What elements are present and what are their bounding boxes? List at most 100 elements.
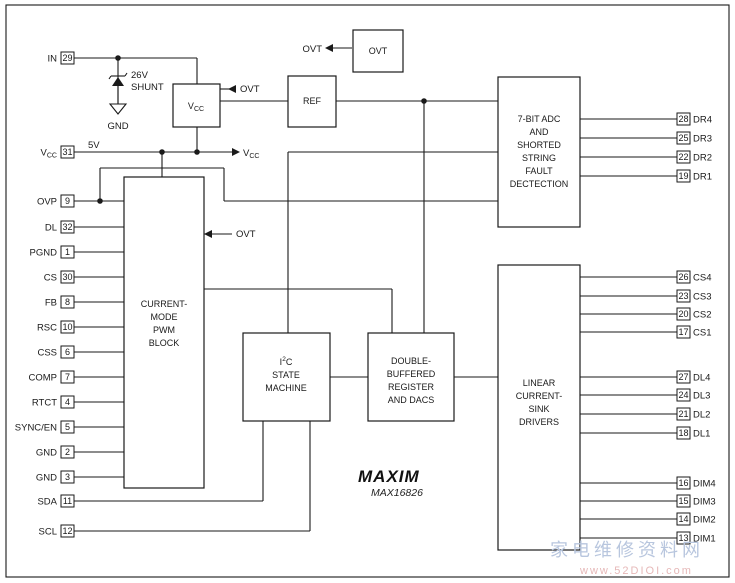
pin-name: RSC <box>37 322 57 333</box>
pin-number: 19 <box>678 171 688 181</box>
pin-number-box <box>676 476 691 490</box>
pin-dl2-21: 21 DL2 <box>676 407 710 421</box>
pin-number: 16 <box>678 478 688 488</box>
pin-number-box <box>60 420 75 434</box>
pin-number-box <box>676 270 691 284</box>
pin-name: SYNC/EN <box>15 422 57 433</box>
pin-number-box <box>676 531 691 545</box>
pin-number: 23 <box>678 291 688 301</box>
pin-name: DL2 <box>693 409 710 420</box>
pin-number: 29 <box>62 53 72 63</box>
pin-number-box <box>60 51 75 65</box>
pin-name: IN <box>48 53 58 64</box>
pin-number: 25 <box>678 133 688 143</box>
pin-name: CS4 <box>693 272 711 283</box>
pin-number-box <box>60 245 75 259</box>
adc-block-label: 7-BIT ADC AND SHORTED STRING FAULT DECTE… <box>510 114 569 189</box>
svg-text:FAULT: FAULT <box>525 166 553 176</box>
svg-text:MODE: MODE <box>151 312 178 322</box>
ref-block-label: REF <box>303 96 322 106</box>
pin-number: 5 <box>65 422 70 432</box>
vcc-arrow-out <box>232 148 240 156</box>
pin-number: 21 <box>678 409 688 419</box>
pin-name: CSS <box>37 347 57 358</box>
pin-number-box <box>60 194 75 208</box>
pin-number-box <box>676 325 691 339</box>
part-number: MAX16826 <box>371 487 423 499</box>
vcc-output-label: VCC <box>243 148 259 160</box>
drivers-block-label: LINEAR CURRENT- SINK DRIVERS <box>516 378 563 427</box>
pin-name: DL <box>45 222 57 233</box>
vcc-regulator-label: VCC <box>188 101 204 113</box>
ref-block <box>287 75 337 128</box>
pin-number-box <box>60 470 75 484</box>
pin-number-box <box>676 407 691 421</box>
shunt-label: SHUNT <box>131 82 164 93</box>
pin-number-box <box>676 112 691 126</box>
pin-name: SDA <box>37 496 57 507</box>
pin-number-box <box>676 426 691 440</box>
pin-number-box <box>60 445 75 459</box>
pin-name: DL1 <box>693 428 710 439</box>
pin-scl-12: 12 SCL <box>39 524 75 538</box>
maxim-logo: MAXIM <box>358 467 420 486</box>
pin-name: DIM3 <box>693 496 716 507</box>
shunt-voltage-label: 26V <box>131 70 149 81</box>
pin-number: 12 <box>62 526 72 536</box>
svg-text:AND: AND <box>529 127 549 137</box>
pin-dim1-13: 13 DIM1 <box>676 531 716 545</box>
svg-text:PWM: PWM <box>153 325 175 335</box>
pin-number: 26 <box>678 272 688 282</box>
svg-text:REGISTER: REGISTER <box>388 382 435 392</box>
pin-number: 11 <box>63 496 72 506</box>
pin-number: 13 <box>678 533 688 543</box>
pwm-block-label: CURRENT- MODE PWM BLOCK <box>141 299 188 348</box>
pin-number: 17 <box>678 327 688 337</box>
pin-number-box <box>60 270 75 284</box>
svg-text:SINK: SINK <box>528 404 549 414</box>
ovt-block-label: OVT <box>369 46 388 56</box>
pin-name: DIM1 <box>693 533 716 544</box>
pin-number: 24 <box>678 390 688 400</box>
svg-text:SHORTED: SHORTED <box>517 140 561 150</box>
pin-number-box <box>60 295 75 309</box>
pin-number: 32 <box>62 222 72 232</box>
svg-text:BUFFERED: BUFFERED <box>387 369 436 379</box>
pin-number: 28 <box>678 114 688 124</box>
pin-number-box <box>676 289 691 303</box>
pin-name: FB <box>45 297 57 308</box>
pin-name: DIM4 <box>693 478 716 489</box>
pin-number: 4 <box>65 397 70 407</box>
svg-text:BLOCK: BLOCK <box>149 338 180 348</box>
pin-number-box <box>60 345 75 359</box>
pin-number-box <box>60 145 75 159</box>
pin-number-box <box>676 512 691 526</box>
watermark-text: 家电维修资料网 <box>550 540 704 561</box>
pin-name: DR3 <box>693 133 712 144</box>
ovt-block <box>352 29 404 73</box>
pin-name: SCL <box>39 526 57 537</box>
svg-text:CURRENT-: CURRENT- <box>141 299 188 309</box>
pin-number-box <box>676 370 691 384</box>
pin-number: 30 <box>62 272 72 282</box>
pin-number: 6 <box>65 347 70 357</box>
pin-name: PGND <box>30 247 58 258</box>
pin-number: 9 <box>65 196 70 206</box>
zener-diode-symbol <box>108 72 128 86</box>
pin-number-box <box>60 220 75 234</box>
pin-number-box <box>676 494 691 508</box>
adc-fault-detection-block <box>497 76 581 228</box>
pin-number: 27 <box>678 372 688 382</box>
i2c-state-machine-block <box>242 332 331 422</box>
pin-in-29: 29 IN <box>48 51 75 65</box>
svg-text:MACHINE: MACHINE <box>265 383 307 393</box>
